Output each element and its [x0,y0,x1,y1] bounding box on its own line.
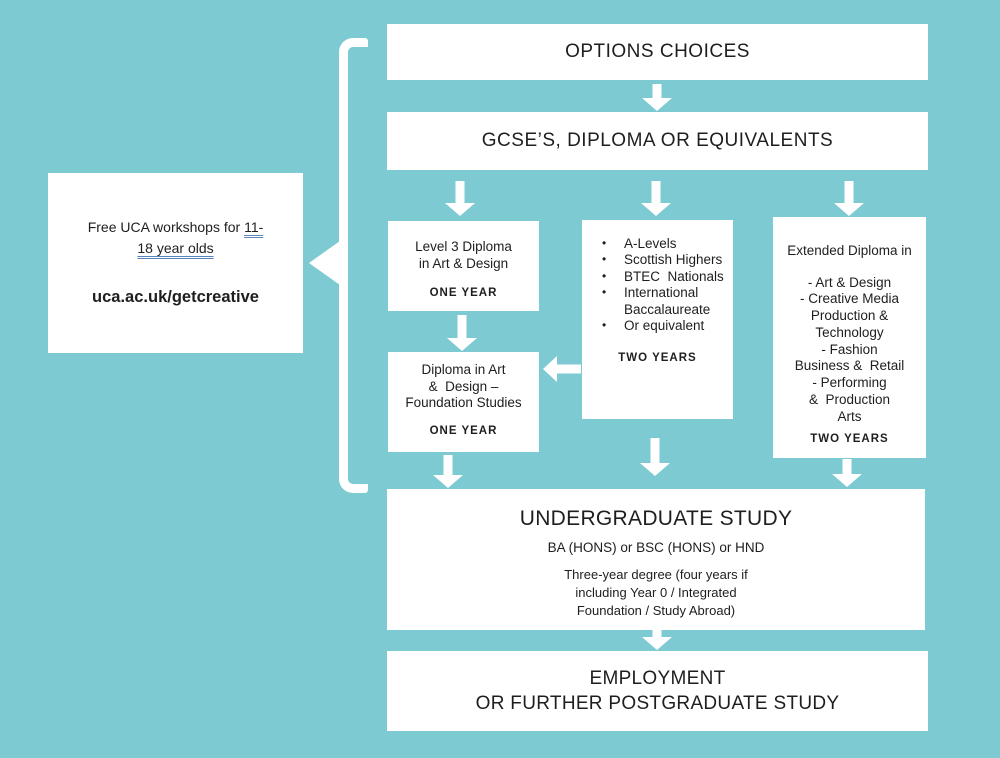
alevels-list: A-Levels Scottish Highers BTEC Nationals… [582,236,733,335]
arrow-stem [844,181,854,203]
gcse-box: GCSE’S, DIPLOMA OR EQUIVALENTS [387,112,928,170]
extended-diploma-item: - Performing & Production Arts [808,375,891,424]
alevels-list-item: A-Levels [600,236,727,252]
employment-line2: OR FURTHER POSTGRADUATE STUDY [475,693,840,714]
level3-diploma-title: Level 3 Diploma in Art & Design [415,239,512,271]
extended-diploma-item: - Fashion Business & Retail [794,341,905,374]
alevels-box: A-Levels Scottish Highers BTEC Nationals… [582,220,733,419]
arrow-down-icon [832,459,862,487]
options-choices-label: OPTIONS CHOICES [565,41,750,62]
extended-diploma-title: Extended Diploma in [787,243,912,258]
undergraduate-title: UNDERGRADUATE STUDY [519,507,793,530]
arrow-down-icon [445,181,475,216]
arrow-stem [650,438,660,463]
alevels-list-item: BTEC Nationals [600,269,727,285]
extended-diploma-box: Extended Diploma in - Art & Design - Cre… [773,217,926,458]
extended-diploma-list: - Art & Design - Creative Media Producti… [795,275,905,426]
level3-duration-label: ONE YEAR [429,287,498,300]
arrow-stem [455,181,465,203]
workshops-text: Free UCA workshops for 11-18 year olds [83,217,269,259]
arrow-head [641,203,671,216]
foundation-diploma-title: Diploma in Art & Design – Foundation Stu… [405,362,522,411]
extended-duration-label: TWO YEARS [810,433,889,445]
arrow-head [642,98,672,111]
arrow-down-icon [834,181,864,216]
employment-box: EMPLOYMENT OR FURTHER POSTGRADUATE STUDY [387,651,928,731]
foundation-diploma-box: Diploma in Art & Design – Foundation Stu… [388,352,539,452]
arrow-head [543,356,557,382]
arrow-down-icon [642,630,672,650]
alevels-list-item: Or equivalent [600,318,727,334]
gcse-label: GCSE’S, DIPLOMA OR EQUIVALENTS [481,130,834,151]
alevels-list-item: International Baccalaureate [600,285,727,318]
alevels-duration-label: TWO YEARS [618,351,697,364]
arrow-head [642,637,672,650]
options-choices-box: OPTIONS CHOICES [387,24,928,80]
foundation-duration-label: ONE YEAR [429,425,498,438]
arrow-down-icon [433,455,463,488]
arrow-down-icon [447,315,477,351]
extended-diploma-item: - Art & Design [807,274,892,290]
employment-line1: EMPLOYMENT [589,667,726,689]
arrow-left-icon [543,356,581,382]
undergraduate-subtitle: BA (HONS) or BSC (HONS) or HND [547,540,765,555]
arrow-stem [652,84,662,98]
arrow-stem [457,315,467,338]
arrow-head [640,463,670,476]
undergraduate-detail: Three-year degree (four years if includi… [564,567,748,618]
arrow-down-icon [642,84,672,111]
workshops-url-text: uca.ac.uk/getcreative [92,288,259,306]
arrow-head [834,203,864,216]
arrow-stem [557,364,581,374]
arrow-stem [652,630,662,637]
extended-diploma-item: - Creative Media Production & Technology [799,291,900,340]
bracket-left-pointer-icon [309,236,347,290]
alevels-list-item: Scottish Highers [600,252,727,268]
arrow-head [433,475,463,488]
arrow-down-icon [640,438,670,476]
undergraduate-study-box: UNDERGRADUATE STUDY BA (HONS) or BSC (HO… [387,489,925,630]
workshops-text-prefix: Free UCA workshops for [87,219,245,235]
arrow-stem [443,455,453,475]
workshops-info-card: Free UCA workshops for 11-18 year olds u… [48,173,303,353]
arrow-head [447,338,477,351]
arrow-stem [651,181,661,203]
arrow-head [832,474,862,487]
workshops-age-link[interactable]: 11-18 year olds [137,219,264,256]
arrow-stem [842,459,852,474]
arrow-down-icon [641,181,671,216]
level3-diploma-box: Level 3 Diploma in Art & Design ONE YEAR [388,221,539,311]
arrow-head [445,203,475,216]
